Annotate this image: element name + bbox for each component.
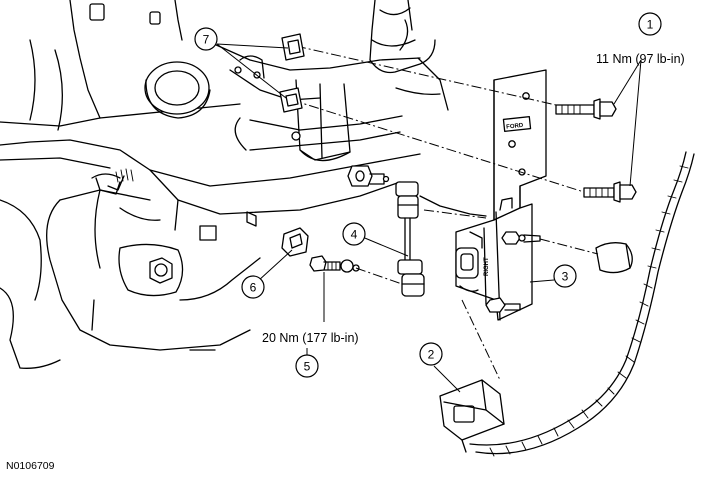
bolt-lower (583, 181, 637, 203)
bracket-side-text: RIGHT (484, 257, 490, 276)
callout-1: 1 11 Nm (97 lb-in) (596, 12, 685, 66)
callout-6-number: 6 (250, 281, 257, 295)
callout-2: 2 (419, 342, 443, 366)
bracket-clips (279, 33, 305, 113)
callout-4-number: 4 (351, 228, 358, 242)
figure-id: N0106709 (6, 460, 55, 472)
ball-stud (309, 255, 360, 273)
callout-1-number: 1 (647, 18, 654, 32)
nut (281, 227, 309, 257)
sensor-bracket: FORD RIGHT (455, 69, 547, 321)
callout-1-torque: 11 Nm (97 lb-in) (596, 52, 685, 66)
leader-lines (216, 43, 642, 393)
bracket-logo-text: FORD (506, 123, 524, 131)
callout-5: 20 Nm (177 lb-in) 5 (262, 331, 359, 378)
bolt-upper (555, 98, 617, 120)
callout-4: 4 (342, 222, 366, 246)
callout-3-number: 3 (562, 270, 569, 284)
alignment-lines (291, 45, 599, 381)
callout-3: 3 (553, 264, 577, 288)
callout-5-torque: 20 Nm (177 lb-in) (262, 331, 359, 345)
callout-7: 7 (194, 27, 218, 51)
suspension-structure (0, 0, 449, 369)
callout-5-number: 5 (304, 360, 311, 374)
wiring-harness (469, 151, 695, 457)
callout-6: 6 (241, 275, 265, 299)
electrical-connector (439, 379, 505, 453)
callout-7-number: 7 (203, 33, 210, 47)
callout-2-number: 2 (428, 348, 435, 362)
sensor-link (395, 181, 487, 297)
